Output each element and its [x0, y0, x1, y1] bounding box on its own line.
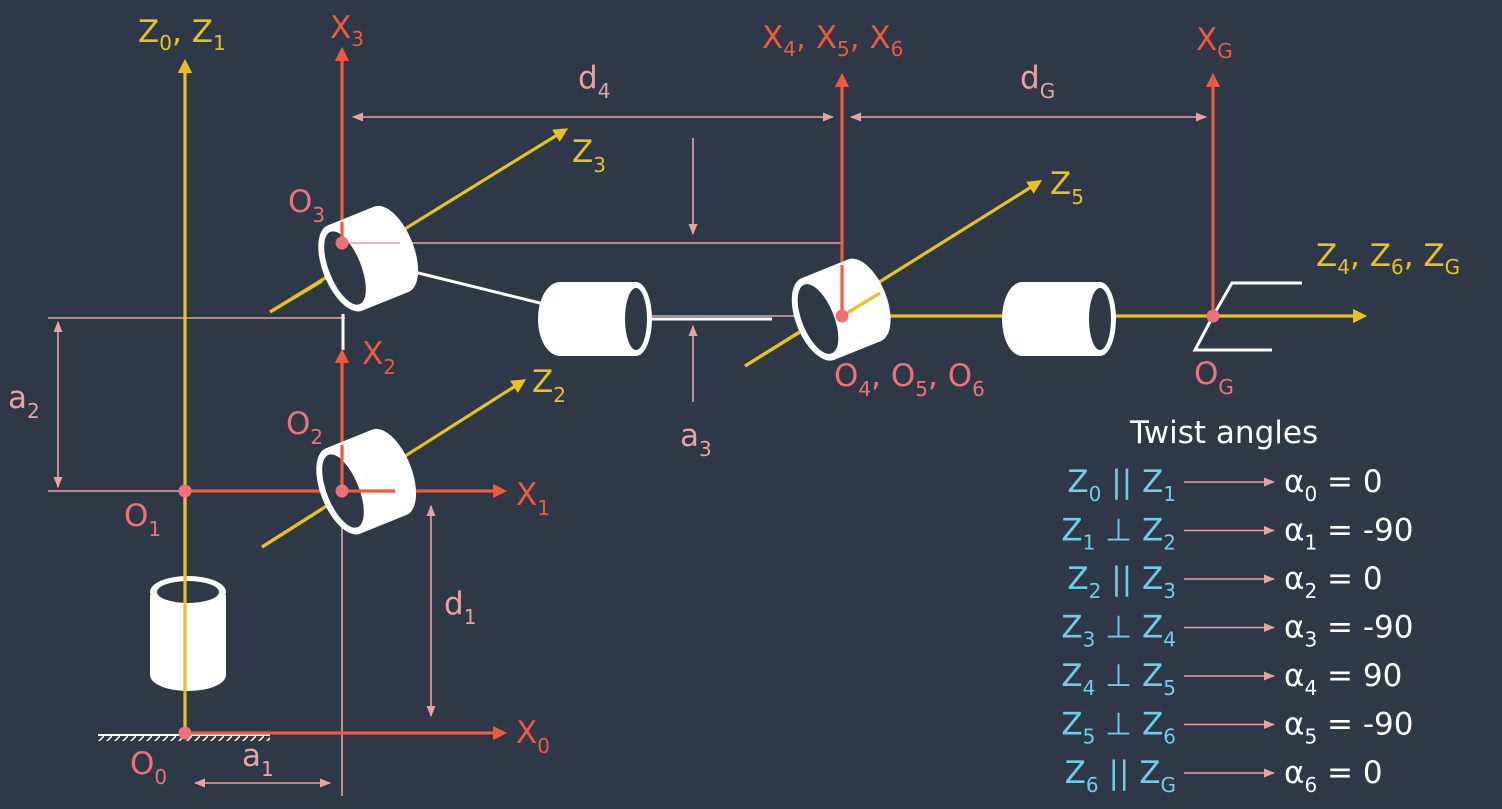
link-cylinder-dg [1002, 282, 1116, 356]
origin-dot-o2 [335, 484, 349, 498]
origin-dot-og [1206, 309, 1220, 323]
axis-overlays [183, 222, 881, 733]
twist-relation: Z3 ⊥ Z4 [1061, 610, 1176, 652]
twist-row: Z0 || Z1 α0 = 0 [1067, 464, 1382, 506]
label-d4: d4 [578, 60, 610, 103]
label-a1: a1 [242, 738, 274, 781]
label-a3: a3 [680, 418, 712, 461]
links [183, 266, 772, 733]
origin-dot-o456 [835, 309, 849, 323]
link-cylinder-a3 [538, 282, 652, 356]
label-dg: dG [1020, 60, 1055, 103]
twist-alpha-value: α4 = 90 [1284, 658, 1402, 700]
twist-title: Twist angles [1129, 415, 1318, 451]
twist-relation: Z5 ⊥ Z6 [1061, 707, 1176, 749]
twist-alpha-value: α6 = 0 [1284, 755, 1383, 797]
twist-relation: Z1 ⊥ Z2 [1061, 513, 1176, 555]
twist-relation: Z0 || Z1 [1067, 464, 1176, 506]
origin-dot-o0 [178, 726, 192, 740]
joint-2-cylinder [316, 428, 417, 535]
origin-dot-o3 [335, 236, 349, 250]
label-og: OG [1194, 356, 1234, 399]
label-x1: X1 [516, 477, 550, 520]
twist-alpha-value: α1 = -90 [1284, 513, 1414, 555]
twist-alpha-value: α0 = 0 [1284, 464, 1383, 506]
origin-dot-o1 [178, 484, 192, 498]
twist-row: Z4 ⊥ Z5 α4 = 90 [1061, 658, 1402, 700]
origin-labels: O3 O2 O1 O0 O4, O5, O6 OG [124, 184, 1234, 789]
label-o3: O3 [288, 184, 325, 227]
label-x0: X0 [516, 715, 550, 758]
label-z0-z1: Z0, Z1 [138, 14, 226, 55]
twist-alpha-value: α5 = -90 [1284, 707, 1414, 749]
label-x3: X3 [330, 10, 364, 51]
twist-alpha-value: α2 = 0 [1284, 561, 1383, 603]
label-z4-z6-zg: Z4, Z6, ZG [1316, 238, 1460, 279]
joint-3-cylinder [318, 205, 419, 312]
twist-alpha-value: α3 = -90 [1284, 610, 1414, 652]
twist-row: Z1 ⊥ Z2 α1 = -90 [1061, 513, 1413, 555]
label-z2: Z2 [532, 364, 566, 407]
twist-relation: Z2 || Z3 [1067, 561, 1176, 603]
label-o0: O0 [130, 746, 167, 789]
label-d1: d1 [444, 586, 476, 629]
twist-row: Z3 ⊥ Z4 α3 = -90 [1061, 610, 1413, 652]
twist-relation: Z4 ⊥ Z5 [1061, 658, 1176, 700]
dimension-lines [48, 112, 1208, 796]
twist-rows: Z0 || Z1 α0 = 0 Z1 ⊥ Z2 α1 = -90 Z2 || Z3 α2 … [1061, 464, 1413, 797]
label-z5: Z5 [1050, 166, 1084, 209]
base-cylinder [150, 576, 226, 691]
label-a2: a2 [8, 380, 40, 423]
label-o4-o5-o6: O4, O5, O6 [834, 358, 985, 401]
dimension-labels: d4 dG a2 a3 d1 a1 [8, 60, 1055, 781]
label-xg: XG [1196, 22, 1233, 63]
twist-angles-table: Twist angles Z0 || Z1 α0 = 0 Z1 ⊥ Z2 α1 = -… [1061, 415, 1413, 797]
twist-row: Z2 || Z3 α2 = 0 [1067, 561, 1382, 603]
label-o2: O2 [286, 406, 323, 449]
axis-labels: Z0, Z1 X3 X4, X5, X6 XG Z3 Z5 Z4, Z6, ZG… [138, 10, 1460, 758]
twist-row: Z5 ⊥ Z6 α5 = -90 [1061, 707, 1413, 749]
x-axes [185, 46, 1221, 741]
label-x2: X2 [362, 336, 396, 379]
label-x4-x5-x6: X4, X5, X6 [762, 20, 903, 61]
label-z3: Z3 [572, 134, 606, 177]
label-o1: O1 [124, 498, 161, 541]
twist-relation: Z6 || ZG [1065, 755, 1176, 797]
origin-dots [178, 236, 1220, 740]
twist-row: Z6 || ZG α6 = 0 [1065, 755, 1383, 797]
